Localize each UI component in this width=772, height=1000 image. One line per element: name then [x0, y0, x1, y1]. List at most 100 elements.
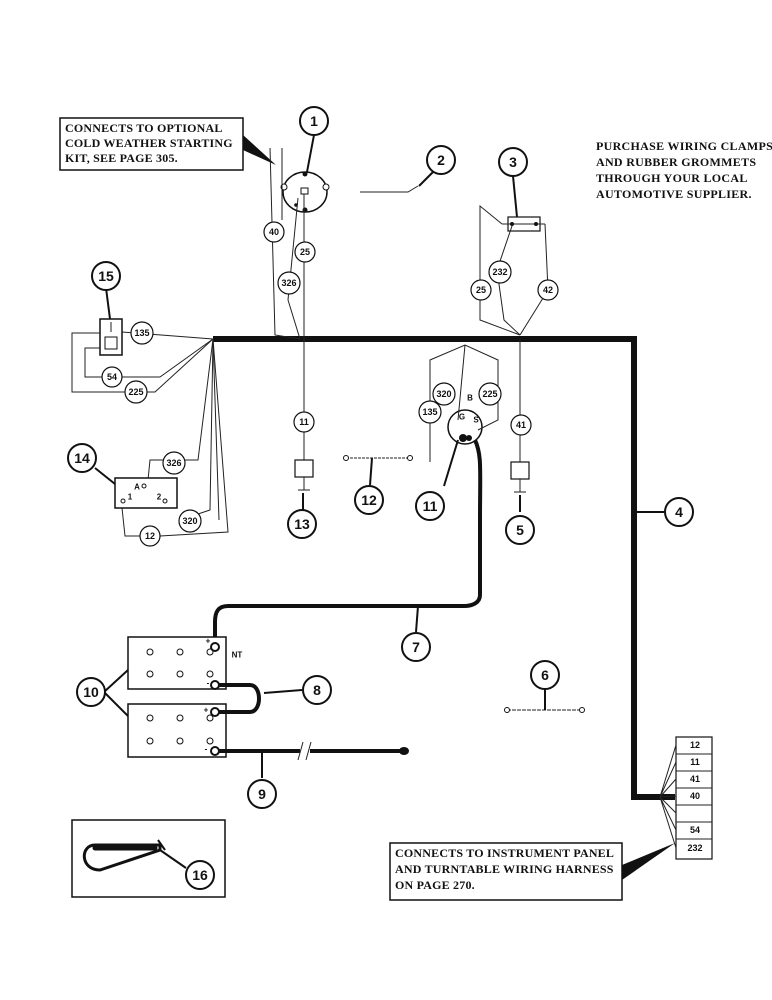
battery-lower-positive: +	[204, 706, 209, 715]
switch-terminal-a: A	[134, 483, 140, 492]
svg-text:232: 232	[492, 267, 507, 277]
svg-text:320: 320	[182, 516, 197, 526]
switch-component-3	[502, 216, 545, 232]
wire-label-135-right: 135	[418, 400, 442, 424]
plug-component-13	[294, 339, 314, 491]
callout-16: 16	[185, 860, 215, 890]
wire-label-225-left: 225	[124, 380, 148, 404]
wire-label-11: 11	[293, 411, 315, 433]
svg-text:135: 135	[134, 328, 149, 338]
instrument-panel-note-line-2: AND TURNTABLE WIRING HARNESS	[395, 862, 614, 876]
cold-weather-note-line-1: CONNECTS TO OPTIONAL	[65, 121, 223, 135]
callout-11: 11	[415, 491, 445, 521]
callout-1: 1	[299, 106, 329, 136]
wire-label-320-bottom: 320	[178, 509, 202, 533]
wire-label-232: 232	[488, 260, 512, 284]
main-harness	[213, 336, 675, 800]
battery-upper: + - NT	[127, 636, 243, 690]
instrument-panel-note-line-1: CONNECTS TO INSTRUMENT PANEL	[395, 846, 614, 860]
svg-text:12: 12	[145, 531, 155, 541]
plug-component-5	[510, 339, 530, 493]
switch-box-14: A 1 2	[114, 477, 178, 509]
svg-text:225: 225	[128, 387, 143, 397]
svg-text:3: 3	[509, 154, 517, 170]
svg-text:135: 135	[422, 407, 437, 417]
connector-pin-41: 41	[690, 774, 700, 784]
wire-label-326-top: 326	[277, 271, 301, 295]
battery-label: NT	[232, 651, 243, 660]
svg-text:320: 320	[436, 389, 451, 399]
connector-pin-40: 40	[690, 791, 700, 801]
switch-terminal-1: 1	[128, 493, 133, 502]
wire-label-54: 54	[101, 366, 123, 388]
wire-label-41: 41	[510, 414, 532, 436]
callout-14: 14	[67, 443, 97, 473]
callout-2: 2	[426, 145, 456, 175]
svg-text:41: 41	[516, 420, 526, 430]
connector-pin-54: 54	[690, 825, 700, 835]
wire-label-40: 40	[263, 221, 285, 243]
svg-text:11: 11	[299, 417, 309, 427]
solenoid-terminal-g: G	[459, 413, 465, 422]
callout-3: 3	[498, 147, 528, 177]
solenoid-component-11: G S B	[447, 394, 483, 445]
purchase-note-line-3: THROUGH YOUR LOCAL	[596, 171, 748, 185]
battery-upper-positive: +	[206, 637, 211, 646]
battery-lower: + -	[127, 703, 227, 758]
svg-text:8: 8	[313, 682, 321, 698]
instrument-panel-note-line-3: ON PAGE 270.	[395, 878, 475, 892]
svg-text:326: 326	[281, 278, 296, 288]
wire-label-225-right: 225	[478, 382, 502, 406]
cold-weather-note: CONNECTS TO OPTIONAL COLD WEATHER STARTI…	[59, 117, 276, 171]
callout-8: 8	[302, 675, 332, 705]
svg-text:11: 11	[423, 498, 438, 514]
sender-component	[280, 171, 330, 213]
connector-pin-12: 12	[690, 740, 700, 750]
svg-text:4: 4	[675, 504, 683, 520]
svg-text:13: 13	[294, 516, 310, 532]
purchase-note-line-4: AUTOMOTIVE SUPPLIER.	[596, 187, 752, 201]
svg-text:14: 14	[74, 450, 90, 466]
svg-text:225: 225	[482, 389, 497, 399]
svg-text:326: 326	[166, 458, 181, 468]
svg-text:2: 2	[437, 152, 445, 168]
svg-text:10: 10	[83, 684, 99, 700]
purchase-note-line-1: PURCHASE WIRING CLAMPS	[596, 139, 772, 153]
svg-text:7: 7	[412, 639, 420, 655]
solenoid-terminal-s: S	[473, 416, 479, 425]
switch-terminal-2: 2	[157, 493, 162, 502]
svg-text:15: 15	[98, 268, 114, 284]
connector-pin-11: 11	[690, 757, 700, 767]
callout-13: 13	[287, 509, 317, 539]
svg-text:16: 16	[192, 867, 208, 883]
svg-text:25: 25	[476, 285, 486, 295]
solenoid-terminal-b: B	[467, 394, 473, 403]
connector-pin-232: 232	[687, 843, 702, 853]
relay-component-15	[99, 318, 123, 356]
purchase-note: PURCHASE WIRING CLAMPS AND RUBBER GROMME…	[596, 139, 772, 201]
cold-weather-note-line-2: COLD WEATHER STARTING	[65, 136, 233, 150]
callout-12: 12	[354, 485, 384, 515]
battery-jumper-8	[219, 683, 261, 714]
wire-label-25-left: 25	[294, 241, 316, 263]
battery-upper-negative: -	[207, 679, 210, 688]
cold-weather-note-line-3: KIT, SEE PAGE 305.	[65, 151, 178, 165]
svg-text:54: 54	[107, 372, 117, 382]
purchase-note-line-2: AND RUBBER GROMMETS	[596, 155, 756, 169]
callout-7: 7	[401, 632, 431, 662]
callout-4: 4	[664, 497, 694, 527]
svg-text:42: 42	[543, 285, 553, 295]
svg-text:6: 6	[541, 667, 549, 683]
wire-label-25-right: 25	[470, 279, 492, 301]
callout-9: 9	[247, 779, 277, 809]
svg-text:40: 40	[269, 227, 279, 237]
harness-connector-block: 12 11 41 40 54 232	[659, 736, 713, 860]
callout-6: 6	[530, 660, 560, 690]
callout-5: 5	[505, 515, 535, 545]
wire-label-326-bottom: 326	[162, 451, 186, 475]
svg-text:12: 12	[361, 492, 377, 508]
svg-text:9: 9	[258, 786, 266, 802]
wire-label-135-left: 135	[130, 321, 154, 345]
wire-label-42: 42	[537, 279, 559, 301]
